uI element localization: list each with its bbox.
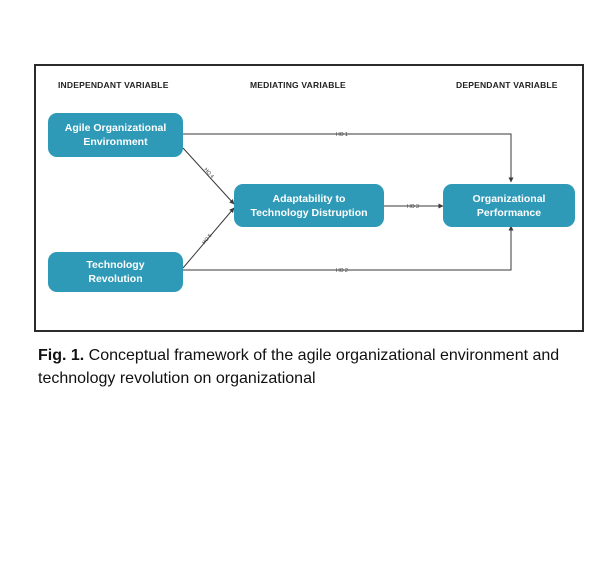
node-agile-organizational-environment: Agile Organizational Environment: [48, 113, 183, 157]
node-perf-line1: Organizational: [472, 192, 546, 205]
edge-label-h1: HO 1: [336, 132, 348, 138]
node-adapt-line2: Technology Distruption: [250, 206, 368, 219]
edge-agile-to-adaptability: [182, 147, 235, 205]
edge-agile-to-performance: [183, 133, 514, 183]
node-perf-line2: Performance: [476, 206, 542, 219]
node-organizational-performance: Organizational Performance: [443, 184, 575, 227]
node-agile-line1: Agile Organizational: [64, 122, 167, 134]
edge-tech-to-performance: [183, 225, 514, 271]
caption-label: Fig. 1.: [38, 347, 85, 364]
node-tech-line1: Technology: [86, 259, 145, 271]
dependent-variable-header: DEPENDANT VARIABLE: [456, 80, 558, 90]
edge-label-h4: HO 4: [203, 167, 215, 180]
node-technology-revolution: Technology Revolution: [48, 252, 183, 292]
node-adapt-line1: Adaptability to: [272, 192, 346, 205]
caption-text: Conceptual framework of the agile organi…: [38, 347, 560, 387]
node-tech-line2: Revolution: [88, 273, 143, 285]
figure-caption: Fig. 1. Conceptual framework of the agil…: [38, 344, 598, 390]
node-agile-line2: Environment: [83, 136, 148, 148]
independent-variable-header: INDEPENDANT VARIABLE: [58, 80, 169, 90]
node-adaptability-to-technology-disruption: Adaptability to Technology Distruption: [234, 184, 384, 227]
edge-label-h2: HO 2: [336, 268, 348, 274]
mediating-variable-header: MEDIATING VARIABLE: [250, 80, 346, 90]
edge-tech-to-adaptability: [182, 207, 235, 269]
edge-label-h3: HO 3: [407, 204, 419, 210]
